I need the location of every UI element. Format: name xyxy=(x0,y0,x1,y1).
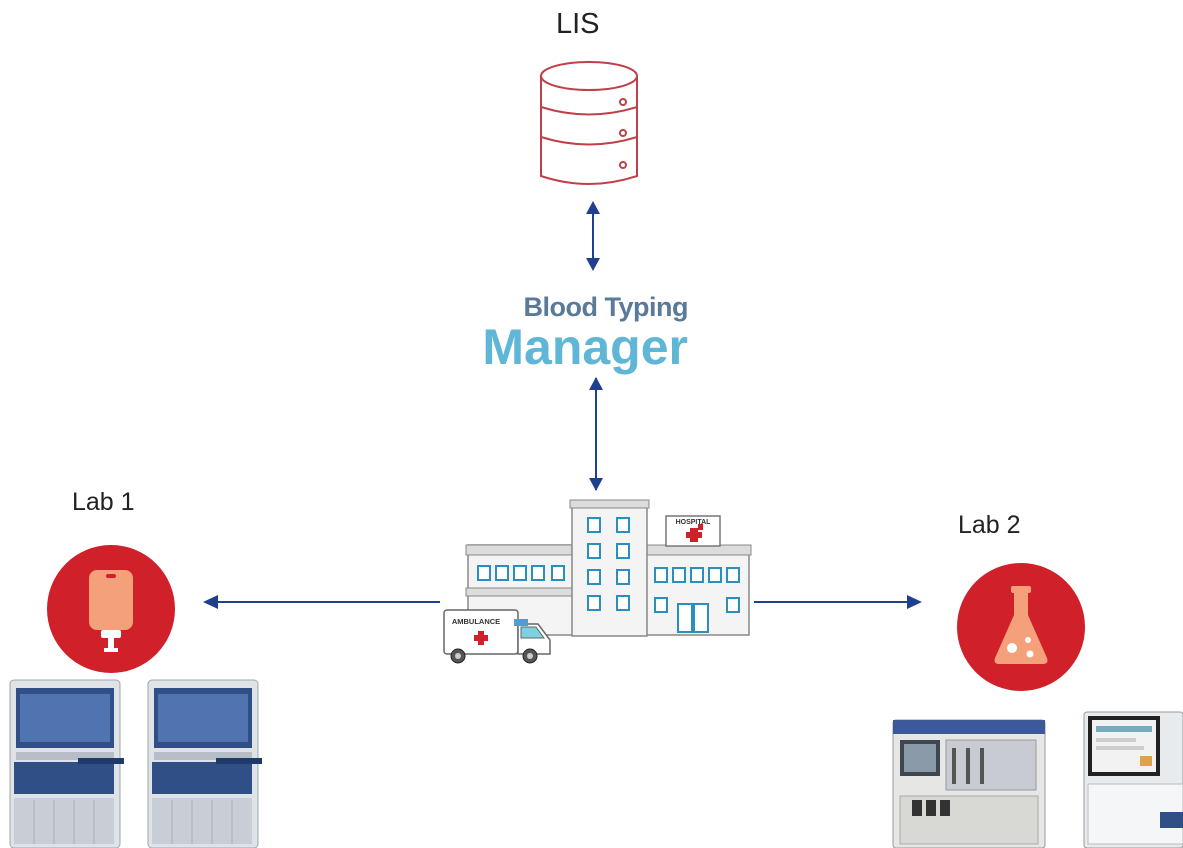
lis-label: LIS xyxy=(556,8,600,40)
hospital-lab2-arrow xyxy=(754,595,922,609)
manager-logo-line2: Manager xyxy=(482,319,688,375)
database-icon xyxy=(540,61,638,185)
ambulance-text: AMBULANCE xyxy=(452,617,500,626)
lab2-analyzer-compact xyxy=(1083,711,1183,848)
manager-logo-line1: Blood Typing xyxy=(523,292,689,322)
lab2-analyzer-large xyxy=(892,719,1046,848)
lab1-label: Lab 1 xyxy=(72,488,135,516)
hospital-sign-text: HOSPITAL xyxy=(676,519,712,526)
lab1-analyzer-left xyxy=(9,679,124,848)
lis-manager-arrow xyxy=(586,201,600,271)
blood-bag-icon xyxy=(47,545,175,673)
hospital-lab1-arrow xyxy=(203,595,440,609)
ambulance-icon: AMBULANCE xyxy=(443,609,551,664)
lab2-label: Lab 2 xyxy=(958,511,1021,539)
hospital-building: HOSPITAL xyxy=(465,499,752,637)
manager-hospital-arrow xyxy=(589,377,603,491)
lab1-analyzer-right xyxy=(147,679,262,848)
flask-icon xyxy=(957,563,1085,691)
